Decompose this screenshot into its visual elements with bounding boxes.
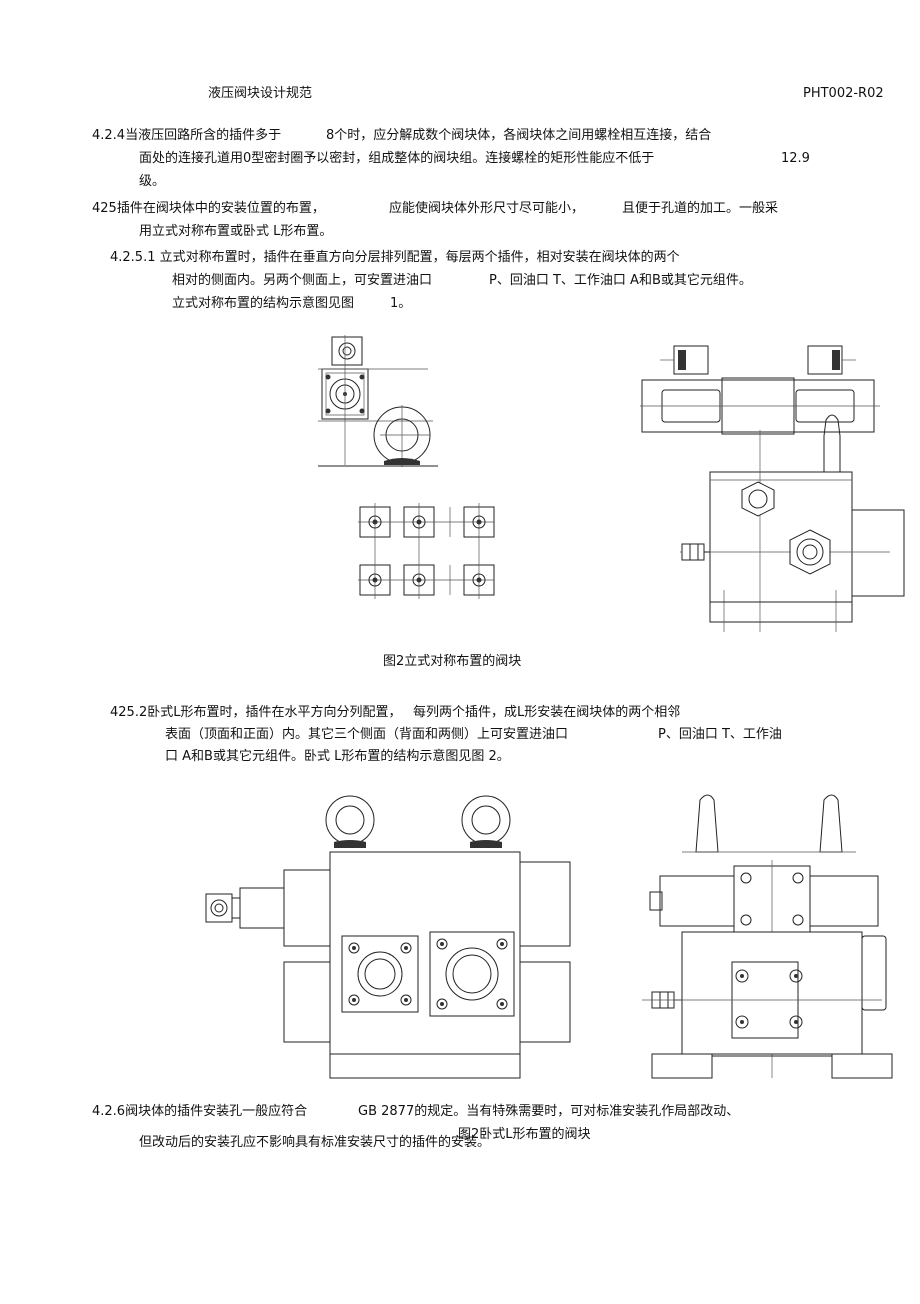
para-4252-line1a: 425.2卧式L形布置时，插件在水平方向分列配置， xyxy=(110,705,402,720)
para-425-line1c: 且便于孔道的加工。一般采 xyxy=(622,201,779,216)
figure2-left-drawing xyxy=(200,790,572,1080)
para-426-line1b: GB 2877的规定。当有特殊需要时，可对标准安装孔作局部改动、 xyxy=(358,1104,740,1119)
header-doc-code: PHT002-R02 xyxy=(803,86,884,101)
para-425-line2: 用立式对称布置或卧式 L形布置。 xyxy=(139,224,333,239)
para-424-line3: 级。 xyxy=(139,174,166,189)
para-426-line2: 但改动后的安装孔应不影响具有标准安装尺寸的插件的安装。 xyxy=(139,1135,491,1150)
para-4251-line3b: 1。 xyxy=(390,296,412,311)
para-4251-line1: 4.2.5.1 立式对称布置时，插件在垂直方向分层排列配置，每层两个插件，相对安… xyxy=(110,250,680,265)
figure1-caption: 图2立式对称布置的阀块 xyxy=(383,654,522,669)
para-4252-line3: 口 A和B或其它元组件。卧式 L形布置的结构示意图见图 2。 xyxy=(165,749,510,764)
figure1-right-drawing xyxy=(640,340,905,635)
para-424-line2a: 面处的连接孔道用0型密封圈予以密封，组成整体的阀块组。连接螺栓的矩形性能应不低于 xyxy=(139,151,655,166)
figure2-right-drawing xyxy=(632,790,900,1082)
para-425-line1a: 425插件在阀块体中的安装位置的布置， xyxy=(92,201,325,216)
para-4251-line2b: P、回油口 T、工作油口 A和B或其它元组件。 xyxy=(489,273,752,288)
para-4251-line3a: 立式对称布置的结构示意图见图 xyxy=(172,296,355,311)
para-4252-line1b: 每列两个插件，成L形安装在阀块体的两个相邻 xyxy=(413,705,681,720)
para-424-line2b: 12.9 xyxy=(781,151,810,166)
figure2-caption: 图2卧式L形布置的阀块 xyxy=(458,1127,591,1142)
para-425-line1b: 应能使阀块体外形尺寸尽可能小， xyxy=(389,201,585,216)
para-4252-line2a: 表面（顶面和正面）内。其它三个侧面（背面和两侧）上可安置进油口 xyxy=(165,727,569,742)
para-4252-line2b: P、回油口 T、工作油 xyxy=(658,727,782,742)
figure1-left-drawing xyxy=(318,335,500,605)
para-424-line1a: 4.2.4当液压回路所含的插件多于 xyxy=(92,128,282,143)
para-424-line1b: 8个时，应分解成数个阀块体，各阀块体之间用螺栓相互连接，结合 xyxy=(326,128,712,143)
para-4251-line2a: 相对的侧面内。另两个侧面上，可安置进油口 xyxy=(172,273,433,288)
header-title: 液压阀块设计规范 xyxy=(208,86,313,101)
para-426-line1a: 4.2.6阀块体的插件安装孔一般应符合 xyxy=(92,1104,308,1119)
